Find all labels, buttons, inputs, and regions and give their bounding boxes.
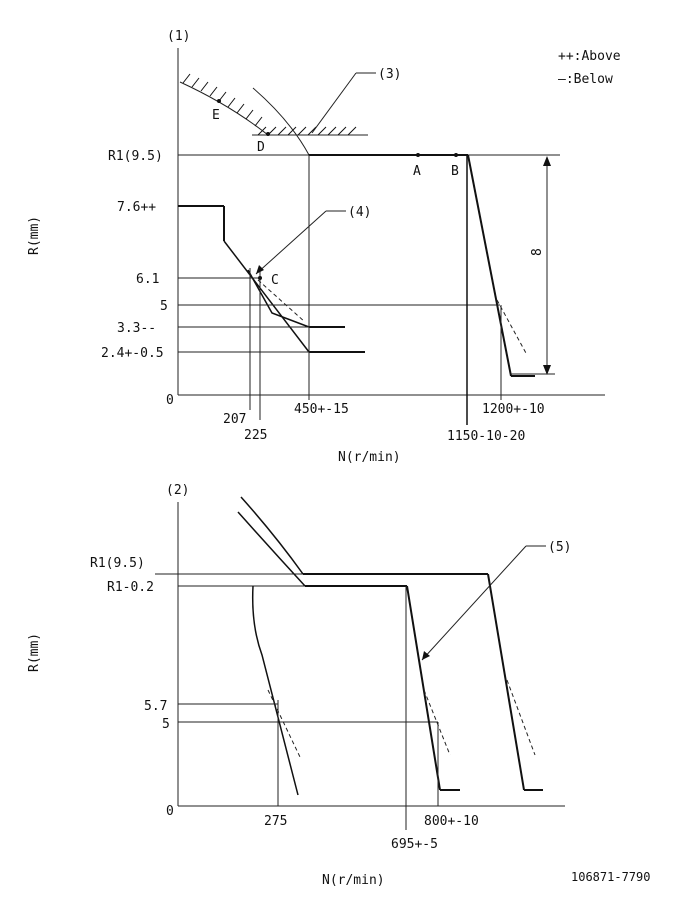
callout-3-arrow — [311, 72, 357, 134]
bottom-ytick-r1-0-2: R1-0.2 — [107, 580, 154, 595]
angleich-dashed — [257, 279, 306, 323]
bottom-xtick-695: 695+-5 — [391, 837, 438, 852]
top-ytick-6-1: 6.1 — [136, 272, 159, 287]
callout-4: (4) — [348, 205, 371, 220]
top-xtick-1150: 1150-10-20 — [447, 429, 525, 444]
b-curve-inner — [237, 511, 306, 587]
b-droop-upper — [487, 573, 525, 791]
bottom-origin: 0 — [166, 804, 174, 819]
point-b-label: B — [451, 164, 459, 179]
top-upper-curve — [252, 87, 310, 156]
point-e-dot — [217, 99, 221, 103]
dim-8-arrow-bottom — [543, 365, 551, 375]
bottom-ytick-5-7: 5.7 — [144, 699, 167, 714]
b-low-curve — [251, 585, 299, 796]
callout-5-head — [422, 651, 430, 660]
bottom-ytick-5: 5 — [162, 717, 170, 732]
stopper-hatch — [257, 126, 357, 136]
top-xtick-225: 225 — [244, 428, 267, 443]
dim-8-arrow-top — [543, 156, 551, 166]
b-low-dash — [267, 689, 301, 758]
bottom-xtick-800: 800+-10 — [424, 814, 479, 829]
point-c-dot — [258, 276, 262, 280]
top-chart: (1) 0 R(mm) N(r/min) — [27, 29, 605, 465]
top-ytick-7-6: 7.6++ — [117, 200, 156, 215]
callout-5-arrow — [421, 545, 527, 661]
callout-3: (3) — [378, 67, 401, 82]
stopper-curve-hatch — [182, 73, 263, 127]
top-fig-label: (1) — [167, 29, 190, 44]
dim-8-label: 8 — [530, 248, 545, 256]
bottom-chart: (2) 0 R(mm) N(r/min) (5) — [27, 483, 571, 888]
point-d-dot — [266, 132, 270, 136]
point-b-dot — [454, 153, 458, 157]
point-c-label: C — [271, 273, 279, 288]
legend-above: ++:Above — [558, 49, 621, 64]
drawing-number: 106871-7790 — [571, 870, 650, 884]
legend-below: —:Below — [558, 72, 613, 87]
top-xtick-207: 207 — [223, 412, 246, 427]
stopper-curve — [179, 81, 269, 136]
angleich-mid — [247, 269, 310, 328]
point-d-label: D — [257, 140, 265, 155]
point-e-label: E — [212, 108, 220, 123]
top-xtick-450: 450+-15 — [294, 402, 349, 417]
bottom-y-axis-title: R(mm) — [27, 633, 42, 672]
bottom-x-axis-title: N(r/min) — [322, 873, 385, 888]
top-ytick-2-4: 2.4+-0.5 — [101, 346, 164, 361]
top-ytick-5: 5 — [160, 299, 168, 314]
top-xtick-1200: 1200+-10 — [482, 402, 545, 417]
droop-dashed — [496, 299, 528, 356]
b-curve-outer — [240, 496, 304, 575]
bottom-xtick-275: 275 — [264, 814, 287, 829]
bottom-fig-label: (2) — [166, 483, 189, 498]
point-a-label: A — [413, 164, 421, 179]
top-y-axis-title: R(mm) — [27, 216, 42, 255]
callout-5: (5) — [548, 540, 571, 555]
top-origin: 0 — [166, 393, 174, 408]
top-x-axis-title: N(r/min) — [338, 450, 401, 465]
angleich-upper — [223, 240, 310, 353]
point-a-dot — [416, 153, 420, 157]
callout-4-arrow — [255, 210, 327, 275]
b-dash-upper — [506, 679, 536, 756]
bottom-ytick-r1: R1(9.5) — [90, 556, 145, 571]
governor-droop — [467, 154, 512, 377]
b-dash-lower — [423, 689, 451, 756]
callout-4-head — [256, 265, 264, 274]
top-ytick-r1: R1(9.5) — [108, 149, 163, 164]
top-ytick-3-3: 3.3-- — [117, 321, 156, 336]
b-droop-lower — [406, 585, 441, 791]
